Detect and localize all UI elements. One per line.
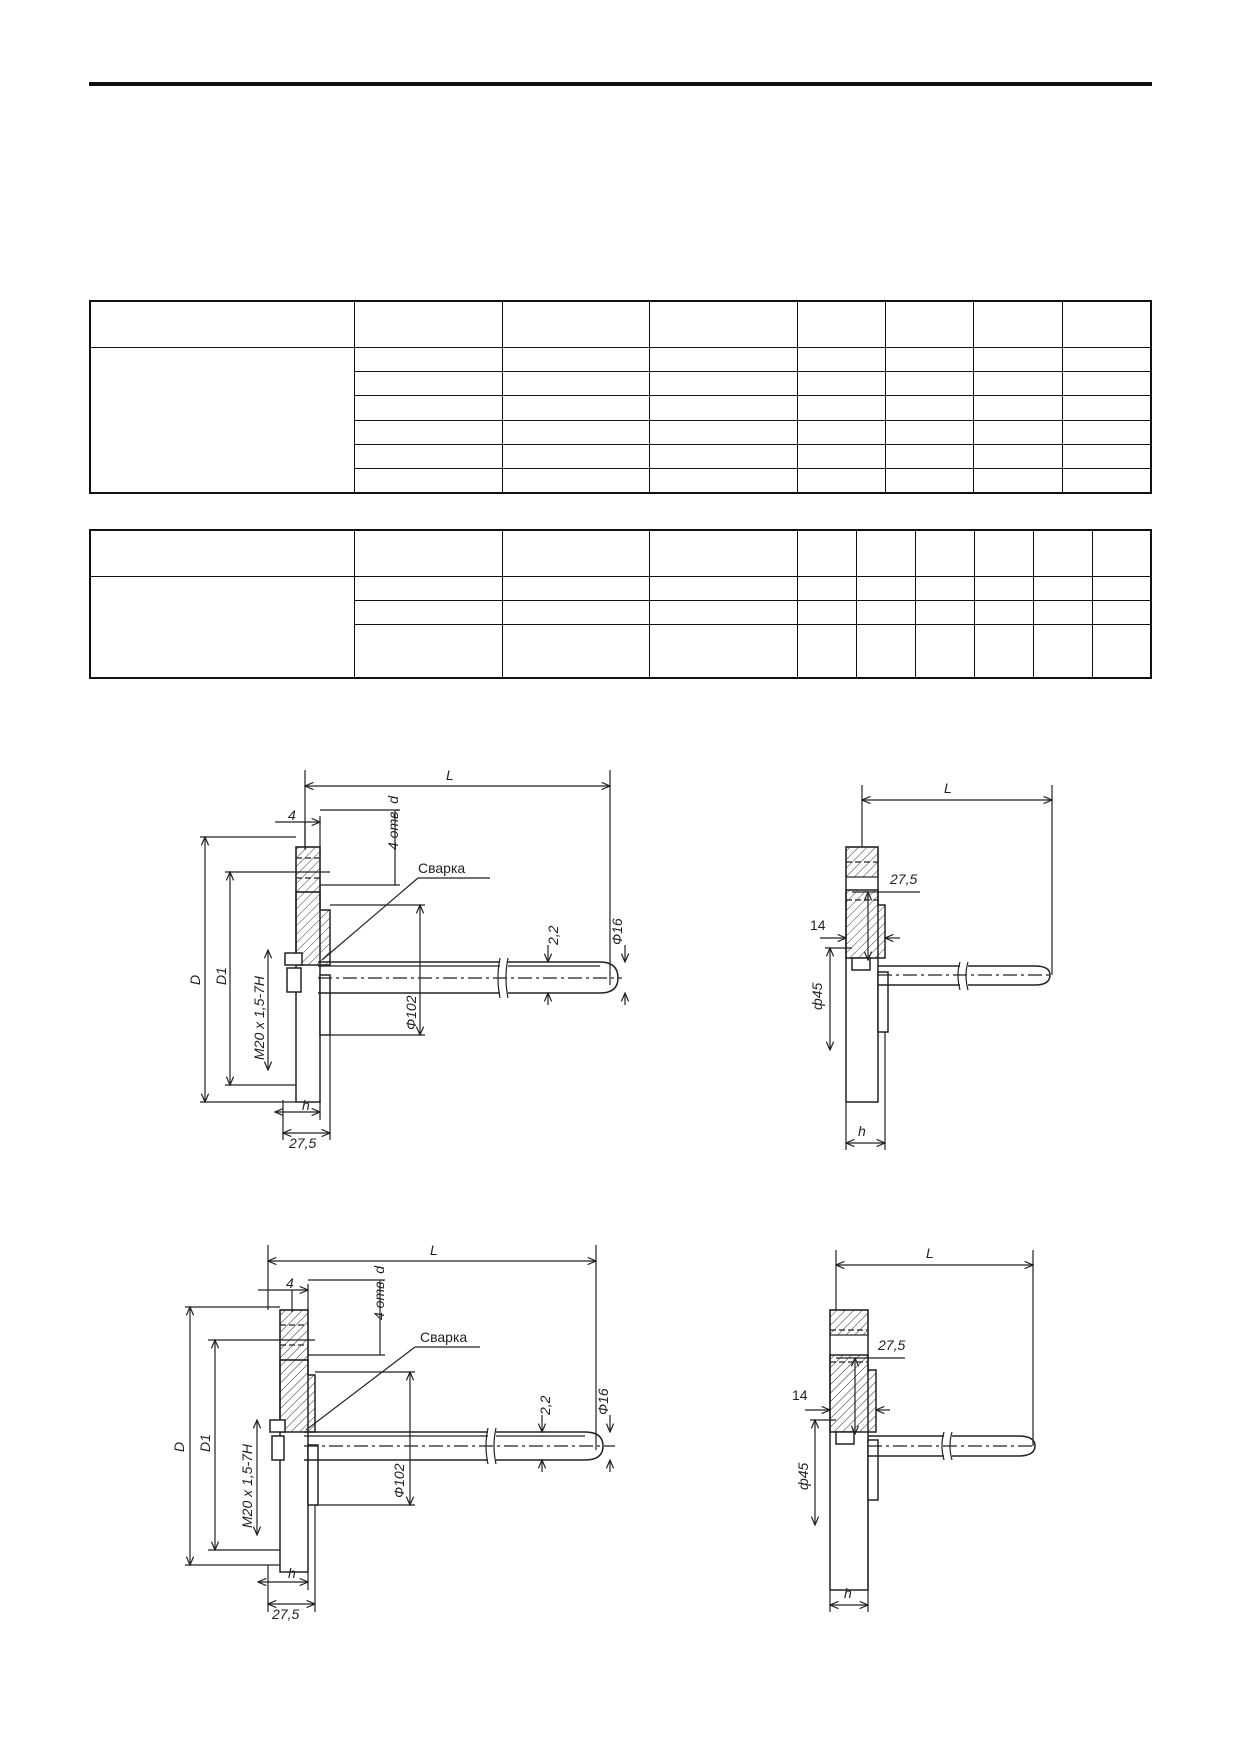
dim-27-5: 27,5 xyxy=(271,1606,299,1622)
header-cell xyxy=(797,300,886,348)
dim-14: 14 xyxy=(810,917,826,933)
table-row xyxy=(90,371,1152,397)
table-row xyxy=(89,346,1152,494)
header-cell xyxy=(972,300,1063,348)
table-row xyxy=(90,443,1152,470)
dim-27-5: 27,5 xyxy=(877,1337,905,1353)
dim-L: L xyxy=(944,780,952,796)
dim-27-5: 27,5 xyxy=(288,1135,316,1151)
drawing-bottom-left xyxy=(185,1245,615,1612)
group-cell xyxy=(89,346,355,494)
dim-phi45: ф45 xyxy=(795,1463,811,1490)
header-cell xyxy=(1061,300,1152,348)
header-cell xyxy=(89,300,355,348)
dim-D: D xyxy=(171,1442,187,1452)
dim-4: 4 xyxy=(286,1275,294,1291)
dim-L: L xyxy=(430,1242,438,1258)
drawing-bottom-right xyxy=(805,1250,1036,1612)
table-row xyxy=(90,419,1152,445)
dim-phi102: Ф102 xyxy=(391,1463,407,1498)
drawing-top-right-labels: L 27,5 14 ф45 h xyxy=(809,780,952,1139)
parameters-table-2 xyxy=(89,529,1152,679)
dim-L: L xyxy=(926,1245,934,1261)
dim-wall: 2,2 xyxy=(545,925,561,946)
table-header-row xyxy=(89,529,1152,577)
dim-h: h xyxy=(858,1123,866,1139)
header-cell xyxy=(884,300,974,348)
dim-holes: 4 отв. d xyxy=(371,1265,387,1320)
dim-h: h xyxy=(302,1097,310,1113)
dim-h: h xyxy=(844,1585,852,1601)
dim-thread: M20 x 1,5-7H xyxy=(239,1443,255,1528)
dim-phi16: Ф16 xyxy=(595,1388,611,1415)
dim-thread: M20 x 1,5-7H xyxy=(251,975,267,1060)
dim-phi16: Ф16 xyxy=(609,918,625,945)
table-row xyxy=(90,623,1152,679)
dim-27-5: 27,5 xyxy=(889,871,917,887)
dim-wall: 2,2 xyxy=(537,1395,553,1416)
drawing-top-left-labels: L 4 4 отв. d Сварка 2,2 Ф16 D D1 M20 x 1… xyxy=(187,767,625,1151)
table-row xyxy=(90,395,1152,421)
dim-holes: 4 отв. d xyxy=(385,795,401,850)
drawing-bottom-right-labels: L 27,5 14 ф45 h xyxy=(792,1245,934,1601)
dim-phi45: ф45 xyxy=(809,983,825,1010)
drawing-top-left xyxy=(200,770,625,1140)
header-rule xyxy=(89,82,1152,86)
drawing-top-right xyxy=(820,785,1052,1150)
drawing-bottom-left-labels: L 4 4 отв. d Сварка 2,2 Ф16 D D1 M20 x 1… xyxy=(171,1242,611,1622)
group-cell xyxy=(89,575,355,679)
dim-4: 4 xyxy=(288,807,296,823)
dim-phi102: Ф102 xyxy=(403,995,419,1030)
table-row xyxy=(90,468,1152,494)
parameters-table-1 xyxy=(89,300,1152,494)
dim-L: L xyxy=(446,767,454,783)
table-row xyxy=(89,575,1152,679)
dim-D1: D1 xyxy=(213,967,229,985)
dim-h: h xyxy=(288,1565,296,1581)
weld-label: Сварка xyxy=(418,860,465,876)
dim-D1: D1 xyxy=(197,1434,213,1452)
header-cell xyxy=(649,300,799,348)
header-cell xyxy=(354,300,503,348)
dim-D: D xyxy=(187,975,203,985)
weld-label: Сварка xyxy=(420,1329,467,1345)
dim-14: 14 xyxy=(792,1387,808,1403)
